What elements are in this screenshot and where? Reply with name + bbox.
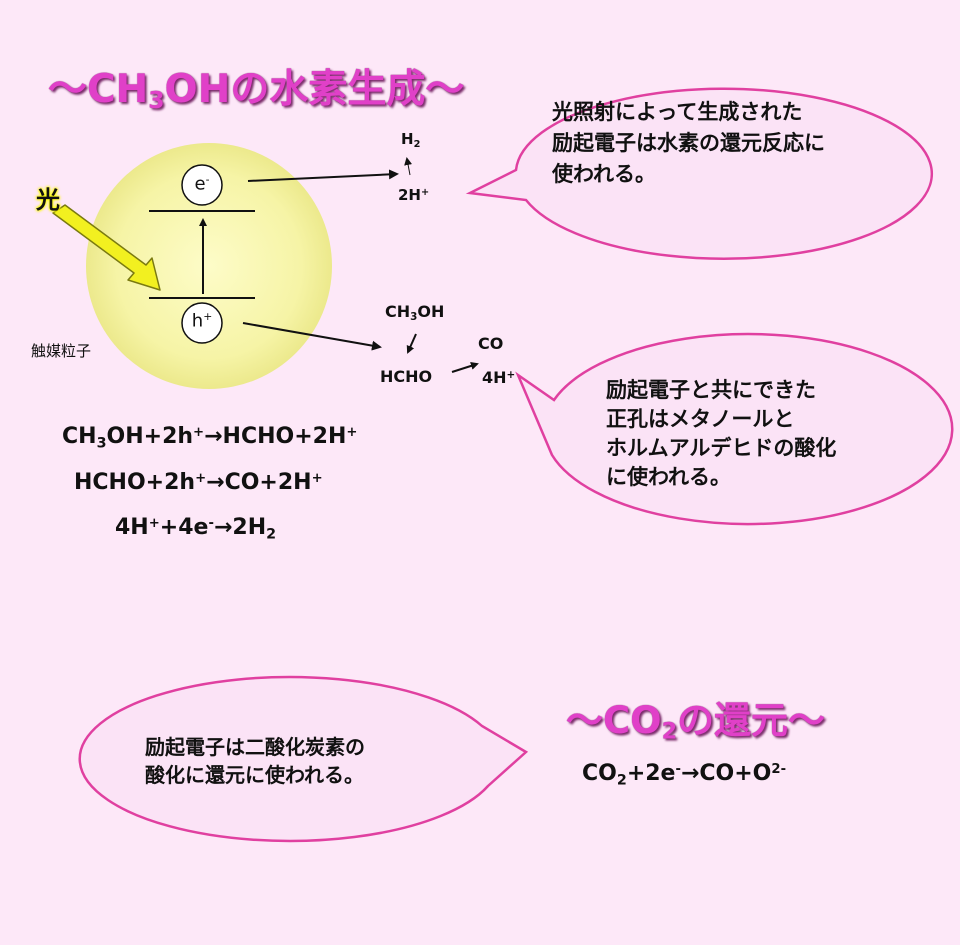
four-h-plus-main: 4H bbox=[482, 368, 507, 387]
ch3oh-a: CH bbox=[385, 302, 411, 321]
eq1-part-2: OH+2h bbox=[106, 424, 194, 449]
equation-1: CH3OH+2h+→HCHO+2H+ bbox=[62, 424, 357, 451]
eq2-sup-2: + bbox=[311, 470, 323, 486]
ch3oh-b: OH bbox=[417, 302, 445, 321]
eq3-part-3: →2H bbox=[213, 515, 267, 540]
bubble-2-text: 励起電子と共にできた 正孔はメタノールと ホルムアルデヒドの酸化 に使われる。 bbox=[606, 376, 836, 492]
co2-title: ～CO2の還元～ bbox=[566, 690, 825, 745]
two-h-plus-label: 2H+ bbox=[398, 186, 429, 204]
eq1-sup-1: + bbox=[193, 424, 205, 440]
h2-label: H2 bbox=[401, 130, 420, 150]
eq4-sup-2: 2- bbox=[771, 761, 787, 777]
electron-label: e- bbox=[182, 173, 222, 194]
speech-bubble-3 bbox=[78, 675, 529, 843]
hole-to-oxidation-arrow bbox=[242, 322, 382, 351]
bubble-1-text: 光照射によって生成された 励起電子は水素の還元反応に 使われる。 bbox=[552, 97, 825, 190]
ch3oh-to-hcho-arrow bbox=[406, 333, 417, 354]
eq1-part-3: →HCHO+2H bbox=[204, 424, 347, 449]
eq4-sup-1: - bbox=[675, 761, 681, 777]
electron-circle bbox=[181, 164, 223, 206]
bubble-2-line-1: 励起電子と共にできた bbox=[606, 378, 816, 402]
bubble-2-line-4: に使われる。 bbox=[606, 465, 731, 489]
bubble-2-line-2: 正孔はメタノールと bbox=[606, 407, 795, 431]
speech-bubble-1 bbox=[465, 87, 934, 260]
bubble-2-line-3: ホルムアルデヒドの酸化 bbox=[606, 436, 837, 460]
two-h-plus-main: 2H bbox=[398, 186, 421, 204]
four-h-plus-sup: + bbox=[506, 368, 516, 381]
co-label: CO bbox=[478, 334, 504, 353]
co2-title-sub: 2 bbox=[661, 718, 678, 745]
eq3-sup-2: - bbox=[208, 515, 214, 531]
bubble-1-line-3: 使われる。 bbox=[552, 162, 656, 186]
two-h-plus-sup: + bbox=[421, 187, 430, 199]
eq1-sup-2: + bbox=[346, 424, 358, 440]
ch3oh-label: CH3OH bbox=[385, 302, 444, 323]
main-title-sub: 3 bbox=[148, 85, 165, 114]
hole-symbol: h bbox=[191, 310, 204, 332]
two-h-plus-to-h2-arrow bbox=[404, 157, 413, 176]
eq2-sup-1: + bbox=[195, 470, 207, 486]
main-title: ～CH3OHの水素生成～ bbox=[48, 58, 464, 114]
catalyst-label: 触媒粒子 bbox=[31, 342, 92, 360]
main-title-prefix: ～CH bbox=[48, 67, 149, 112]
bubble-3-line-1: 励起電子は二酸化炭素の bbox=[145, 735, 365, 759]
equation-2: HCHO+2h+→CO+2H+ bbox=[74, 470, 323, 495]
four-h-plus-label: 4H+ bbox=[482, 368, 515, 387]
hole-circle bbox=[181, 302, 223, 344]
h2-main: H bbox=[401, 130, 414, 148]
eq4-part-2: +2e bbox=[626, 761, 676, 786]
eq3-sup-1: + bbox=[148, 515, 160, 531]
bubble-1-line-2: 励起電子は水素の還元反応に bbox=[552, 131, 825, 155]
eq2-part-1: HCHO+2h bbox=[74, 470, 196, 495]
bubble-3-line-2: 酸化に還元に使われる。 bbox=[145, 763, 364, 787]
bubble-1-line-1: 光照射によって生成された bbox=[552, 100, 803, 124]
eq3-part-2: +4e bbox=[159, 515, 209, 540]
eq4-sub-1: 2 bbox=[616, 772, 627, 789]
equation-4: CO2+2e-→CO+O2- bbox=[582, 761, 786, 788]
equation-3: 4H++4e-→2H2 bbox=[115, 515, 276, 542]
bubble-3-text: 励起電子は二酸化炭素の 酸化に還元に使われる。 bbox=[145, 733, 365, 789]
hcho-label: HCHO bbox=[380, 367, 433, 386]
eq4-part-1: CO bbox=[582, 761, 617, 786]
eq4-part-3: →CO+O bbox=[680, 761, 772, 786]
hcho-to-co-arrow bbox=[451, 362, 479, 373]
hole-charge: + bbox=[203, 310, 213, 323]
co2-title-prefix: ～CO bbox=[566, 699, 662, 742]
speech-bubble-2 bbox=[515, 332, 954, 526]
eq2-part-2: →CO+2H bbox=[206, 470, 312, 495]
eq3-sub-1: 2 bbox=[266, 526, 277, 543]
eq1-part-1: CH bbox=[62, 424, 97, 449]
hole-label: h+ bbox=[182, 310, 222, 331]
eq3-part-1: 4H bbox=[115, 515, 149, 540]
co2-title-suffix: の還元～ bbox=[677, 699, 826, 742]
main-title-suffix: OHの水素生成～ bbox=[164, 67, 465, 112]
eq1-sub-1: 3 bbox=[96, 435, 107, 452]
light-label: 光 bbox=[36, 186, 60, 214]
electron-symbol: e bbox=[194, 173, 206, 195]
electron-charge: - bbox=[205, 173, 210, 186]
electron-to-h2-arrow bbox=[247, 169, 399, 182]
h2-sub: 2 bbox=[413, 138, 421, 150]
light-arrow bbox=[52, 204, 161, 291]
ch3oh-sub: 3 bbox=[410, 311, 418, 324]
